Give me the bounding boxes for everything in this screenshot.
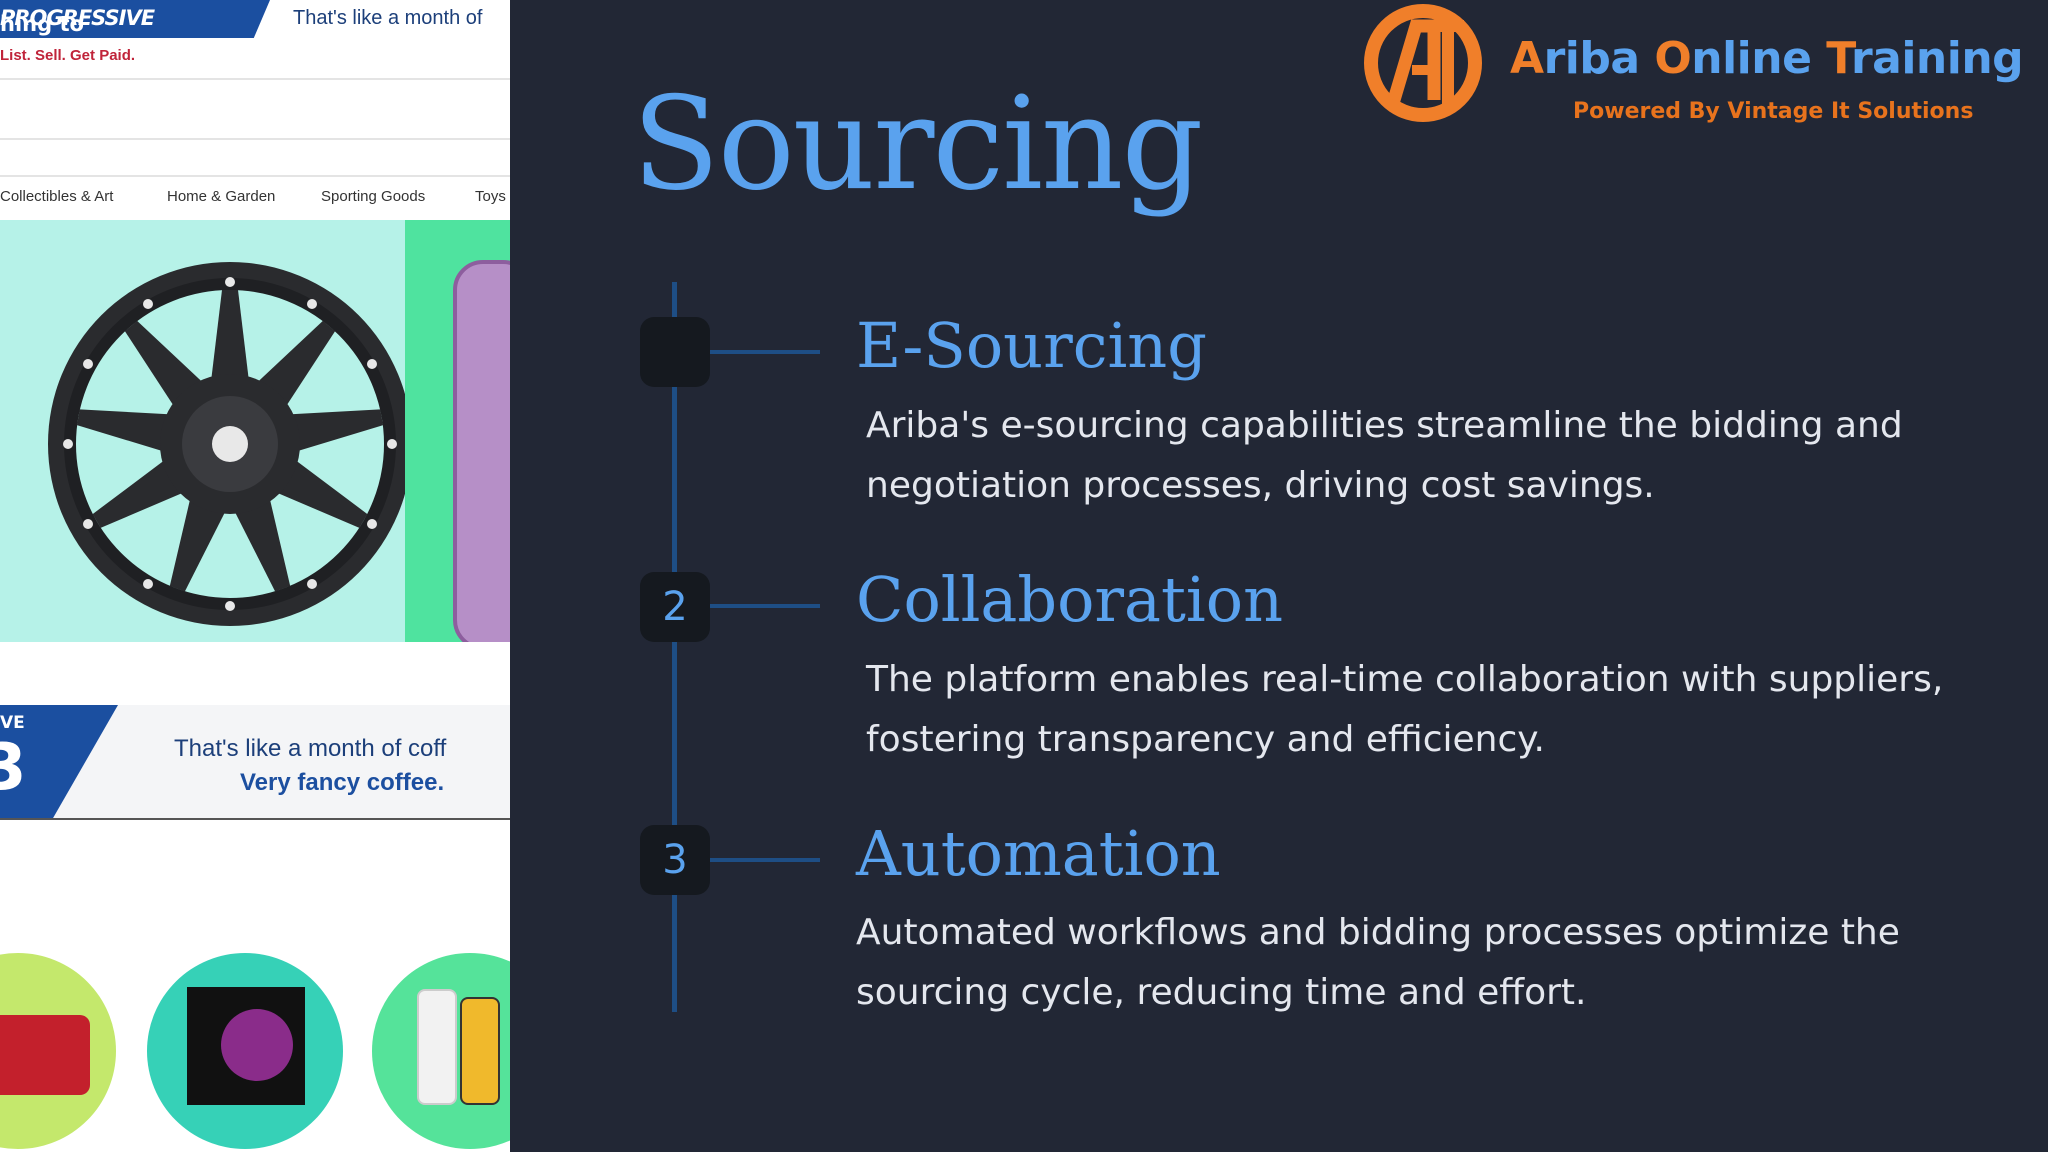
divider bbox=[0, 78, 510, 80]
handbag-category[interactable] bbox=[0, 953, 116, 1149]
timeline-connector bbox=[710, 350, 820, 354]
ariba-logo-icon bbox=[1364, 4, 1482, 122]
ad-line-2: Very fancy coffee. bbox=[240, 769, 445, 796]
brand-name: Ariba Online Training bbox=[1510, 33, 2024, 84]
timeline-line bbox=[672, 282, 677, 1012]
item-desc-automation: Automated workflows and bidding processe… bbox=[856, 912, 1900, 1013]
divider bbox=[0, 138, 510, 140]
phone-white-image bbox=[417, 989, 457, 1105]
item-title-esourcing: E-Sourcing bbox=[856, 309, 1207, 382]
handbag-image bbox=[0, 1015, 90, 1095]
tv-image bbox=[187, 987, 305, 1105]
timeline-connector bbox=[710, 858, 820, 862]
hero-banner[interactable] bbox=[0, 220, 510, 642]
banner-tagline: That's like a month of bbox=[293, 7, 483, 29]
timeline-node-1 bbox=[640, 317, 710, 387]
tv-category[interactable] bbox=[147, 953, 343, 1149]
ad-big-number: 3 bbox=[0, 731, 27, 805]
timeline-node-3: 3 bbox=[640, 825, 710, 895]
timeline-connector bbox=[710, 604, 820, 608]
category-link[interactable]: Home & Garden bbox=[167, 188, 276, 205]
divider bbox=[0, 175, 510, 177]
site-subline: List. Sell. Get Paid. bbox=[0, 47, 136, 64]
slide-title: Sourcing bbox=[632, 70, 1203, 219]
ad-badge: VE bbox=[0, 713, 25, 733]
item-title-automation: Automation bbox=[856, 817, 1221, 890]
banner-brand: PROGRESSIVE bbox=[0, 6, 155, 30]
timeline-node-2: 2 bbox=[640, 572, 710, 642]
item-desc-collaboration: The platform enables real-time collabora… bbox=[866, 659, 1944, 760]
insurance-banner: hing to PROGRESSIVE That's like a month … bbox=[0, 0, 510, 38]
coffee-ad-banner[interactable]: VE 3 That's like a month of coff Very fa… bbox=[0, 705, 510, 820]
ad-line-1: That's like a month of coff bbox=[174, 735, 447, 762]
item-desc-esourcing: Ariba's e-sourcing capabilities streamli… bbox=[866, 405, 1903, 506]
category-link[interactable]: Sporting Goods bbox=[321, 188, 426, 205]
category-link[interactable]: Toys bbox=[475, 188, 506, 205]
phones-category[interactable] bbox=[372, 953, 510, 1149]
banner-prefix: hing to bbox=[0, 12, 84, 36]
wheel-image bbox=[48, 262, 412, 626]
item-title-collaboration: Collaboration bbox=[856, 563, 1284, 636]
phone-color-image bbox=[460, 997, 500, 1105]
category-link[interactable]: Collectibles & Art bbox=[0, 188, 114, 205]
marketplace-screenshot: hing to PROGRESSIVE That's like a month … bbox=[0, 0, 510, 1152]
phone-image bbox=[453, 260, 510, 642]
brand-tagline: Powered By Vintage It Solutions bbox=[1573, 99, 1974, 124]
